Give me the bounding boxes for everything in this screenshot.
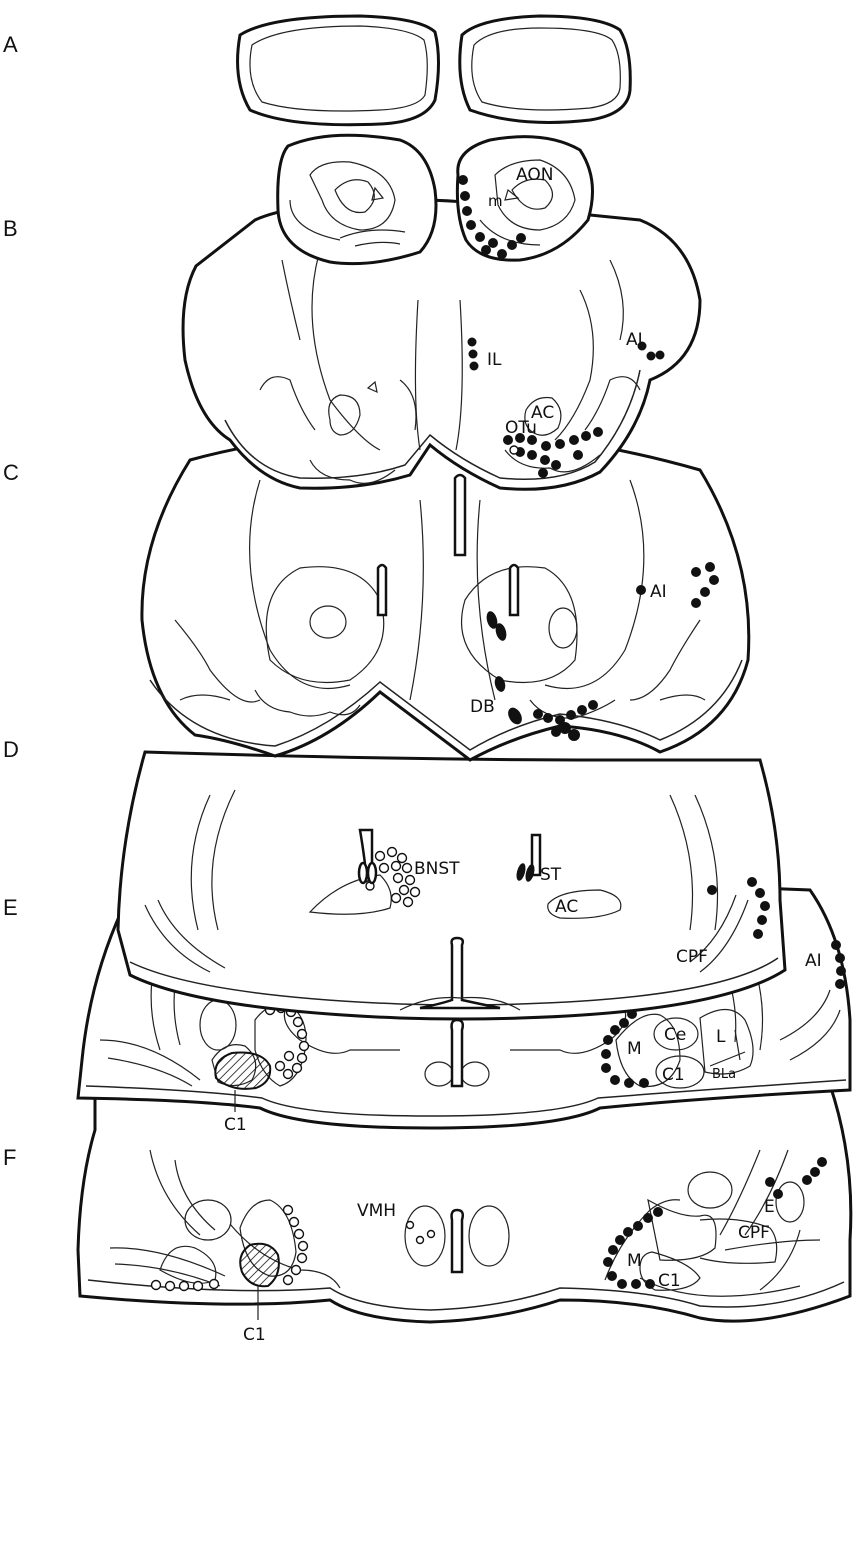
label-vmh: VMH (357, 1201, 396, 1221)
label-m-f: M (627, 1251, 642, 1271)
label-c1-e-right: C1 (662, 1065, 685, 1085)
section-c: AI DB (142, 432, 749, 760)
section-letters: A B C D E F (3, 32, 19, 1170)
label-c1-f-left: C1 (243, 1325, 266, 1345)
label-c1-e-left: C1 (224, 1115, 247, 1135)
label-c1-f-right: C1 (658, 1271, 681, 1291)
label-ai-b: AI (626, 330, 643, 350)
label-db: DB (470, 697, 495, 717)
label-aon: AON (516, 165, 553, 185)
section-label-a: A (3, 32, 18, 57)
section-b: IL AI AC OTu (183, 200, 700, 489)
label-m-e: M (627, 1039, 642, 1059)
section-d: BNST ST AC CPF (118, 752, 785, 1019)
label-bla: BLa (712, 1067, 736, 1082)
section-label-d: D (3, 737, 19, 762)
label-ai-e: AI (805, 951, 822, 971)
section-label-f: F (3, 1145, 16, 1170)
label-bnst: BNST (414, 859, 460, 879)
section-label-e: E (3, 895, 18, 920)
label-cpf-d: CPF (676, 947, 708, 967)
section-label-b: B (3, 216, 18, 241)
label-st-d: ST (540, 865, 562, 885)
section-a-top (238, 16, 631, 125)
label-l: L (716, 1027, 726, 1047)
label-ce: Ce (664, 1025, 686, 1045)
label-m: m (488, 192, 503, 210)
label-ac-d: AC (555, 897, 578, 917)
label-il: IL (487, 350, 502, 370)
label-cpf-f: CPF (738, 1223, 770, 1243)
section-label-c: C (3, 460, 19, 485)
label-otu: OTu (505, 418, 537, 438)
label-ai-c: AI (650, 582, 667, 602)
label-e-f: E (764, 1197, 775, 1217)
